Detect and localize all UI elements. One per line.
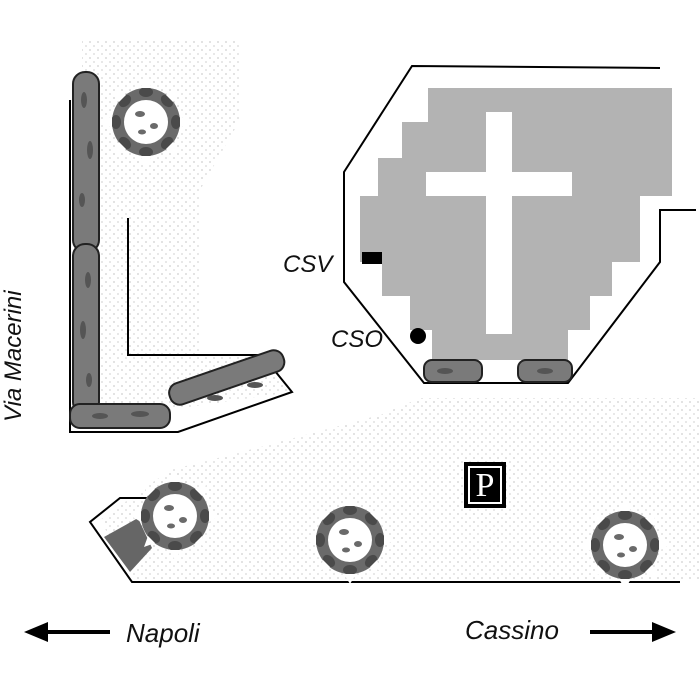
lower-area-outline [88, 497, 680, 583]
csv-label: CSV [283, 251, 333, 278]
bush-icon [306, 496, 394, 584]
church-steps [423, 359, 573, 383]
church-outline [343, 64, 696, 384]
parking-symbol: P [468, 466, 502, 504]
cso-label: CSO [331, 326, 384, 353]
direction-cassino: Cassino [465, 615, 559, 645]
ramp [104, 518, 152, 572]
cross-icon [426, 112, 572, 334]
arrow-left-icon [24, 622, 110, 642]
bush-icon [102, 78, 190, 166]
parking-icon: P [464, 462, 506, 508]
street-label: Via Macerini [0, 290, 27, 422]
direction-napoli: Napoli [126, 618, 200, 648]
cso-dot-icon [410, 328, 426, 344]
bush-icon [131, 472, 219, 560]
paved-area-lower [100, 398, 700, 580]
enclosure-outline [69, 100, 294, 433]
bush-icon [581, 501, 669, 589]
arrow-right-icon [590, 622, 676, 642]
stone-wall-horizontal [69, 349, 286, 429]
church-building [360, 88, 672, 360]
csv-square-icon [362, 252, 382, 264]
stone-wall-vertical [72, 71, 100, 415]
